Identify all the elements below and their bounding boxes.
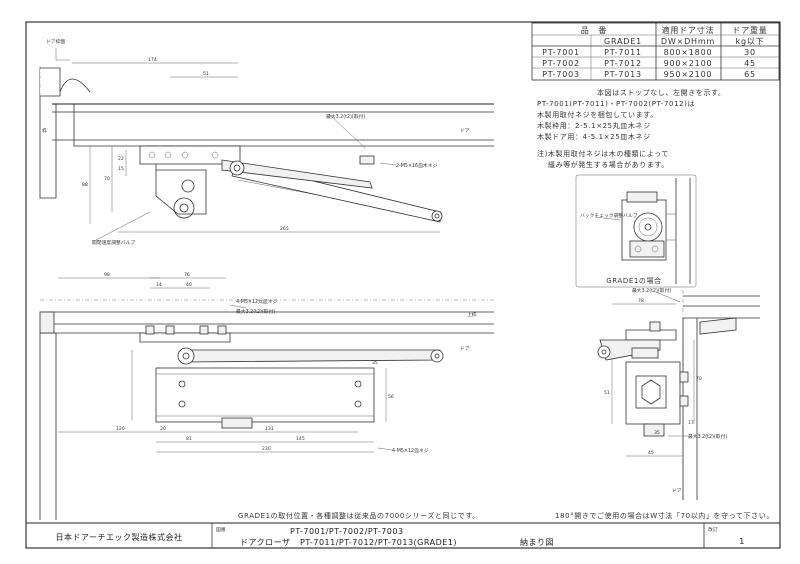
dim-35-front: 35 [372, 360, 378, 366]
dim-120: 120 [116, 426, 125, 432]
top-plan-view: ドア枠面 枠 ドア 174 51 22 15 70 88 228 265 [39, 38, 494, 246]
side-dim-35: 35 [654, 430, 660, 436]
header-product-no: 品 番 [581, 25, 607, 35]
row2-size: 900×2100 [664, 59, 713, 68]
note-line-5: 木製ドア用：4-5.1×25皿木ネジ [537, 132, 651, 141]
title-category: ドアクローザ [240, 538, 290, 547]
footer-note-right: 180°開きでご使用の場合はW寸法「70以内」を守って下さい。 [555, 511, 774, 520]
row1-model: PT-7001 [542, 48, 580, 57]
screw-label-top: 2-M5×16皿木ネジ [396, 162, 437, 169]
header-door-weight-unit: kg以下 [736, 37, 765, 46]
screw-label-front-top: 4-M5×12丸皿ネジ [236, 298, 277, 305]
row3-weight: 65 [744, 70, 756, 79]
dim-265: 265 [280, 226, 289, 232]
title-line-2: PT-7011/PT-7012/PT-7013(GRADE1) [300, 538, 457, 547]
dim-40: 40 [186, 282, 192, 288]
side-dim-45: 45 [648, 450, 654, 456]
title-line-1: PT-7001/PT-7002/PT-7003 [290, 527, 404, 536]
front-elevation-view: 上枠 ドア 98 76 14 40 4-M5×12丸皿ネジ 最大3.2(t2)(… [39, 272, 494, 520]
side-section-view: 78 最大3.2(t2)(取付) 51 70 17 35 45 最大3.2(t2… [597, 287, 760, 500]
dim-145: 145 [296, 436, 305, 442]
edge-label-front: 最大3.2(t2)(取付) [236, 308, 275, 315]
dim-51-top: 51 [203, 71, 209, 77]
dim-56: 56 [388, 394, 394, 400]
dim-76: 76 [184, 272, 190, 278]
footer-note-left: GRADE1の取付位置・各種調整は従来品の7000シリーズと同じです。 [238, 511, 480, 520]
title-label: 図番 [216, 526, 226, 533]
row1-weight: 30 [744, 48, 756, 57]
dim-131: 131 [265, 426, 274, 432]
note-line-4: 木製枠用：2-5.1×25丸皿木ネジ [537, 121, 651, 130]
note-line-6: 注)木製用取付ネジは木の種類によって [537, 149, 669, 158]
header-grade1: GRADE1 [604, 37, 642, 46]
sheet-border [25, 21, 781, 549]
door-label-side: ドア [672, 488, 682, 494]
header-door-size: 適用ドア寸法 [662, 25, 715, 35]
grade1-caption: GRADE1の場合 [606, 276, 661, 285]
company-name: 日本ドアーチエック製造株式会社 [55, 532, 182, 542]
side-dim-78: 78 [638, 298, 644, 304]
speed-valve-label: 開閉速度調整バルブ [92, 239, 135, 246]
edge-label-top: 最大3.2(t2)(取付) [326, 113, 365, 120]
dim-81: 81 [186, 436, 192, 442]
row2-model: PT-7002 [542, 59, 580, 68]
dim-22: 22 [118, 156, 124, 162]
note-line-7: 緩み等が発生する場合があります。 [548, 160, 669, 169]
frame-label: 枠 [42, 127, 47, 134]
dim-174: 174 [148, 57, 157, 63]
door-frame-face-label: ドア枠面 [46, 38, 65, 45]
dim-98: 98 [104, 272, 110, 278]
header-door-weight: ドア重量 [732, 25, 767, 35]
side-edge-label-bottom: 最大3.2(t2)(取付) [688, 433, 727, 440]
spec-table: 品 番 GRADE1 適用ドア寸法 DW×DHmm ドア重量 kg以下 PT-7… [531, 22, 780, 81]
grade1-detail-view: バックチェック調整バルブ GRADE1の場合 [575, 174, 697, 288]
title-suffix: 納まり図 [520, 537, 554, 547]
row3-model: PT-7003 [542, 70, 580, 79]
dim-88: 88 [82, 182, 88, 188]
row2-weight: 45 [744, 59, 756, 68]
page-number: 1 [739, 537, 745, 546]
row1-grade1: PT-7011 [604, 48, 642, 57]
revision-label: 改訂 [708, 526, 718, 533]
row3-size: 950×2100 [664, 70, 713, 79]
note-line-2: PT-7001(PT-7011)・PT-7002(PT-7012)は [537, 100, 695, 108]
backcheck-valve-label: バックチェック調整バルブ [580, 212, 638, 219]
row1-size: 800×1800 [664, 48, 713, 57]
installation-notes: 本図はストップなし、左開きを示す。 PT-7001(PT-7011)・PT-70… [537, 88, 726, 169]
side-dim-17: 17 [688, 420, 694, 426]
dim-14: 14 [156, 282, 162, 288]
note-line-3: 木製用取付ネジを梱包しています。 [537, 110, 658, 119]
side-dim-51: 51 [604, 390, 610, 396]
side-dim-70: 70 [696, 376, 702, 382]
title-block: 日本ドアーチエック製造株式会社 図番 PT-7001/PT-7002/PT-70… [26, 522, 780, 548]
side-edge-label-top: 最大3.2(t2)(取付) [632, 287, 671, 294]
dim-70-top: 70 [104, 176, 110, 182]
row2-grade1: PT-7012 [604, 59, 642, 68]
note-line-1: 本図はストップなし、左開きを示す。 [597, 88, 726, 97]
screw-label-body: 4-M5×12皿ネジ [392, 448, 429, 454]
dim-15: 15 [118, 166, 124, 172]
door-label-top: ドア [460, 128, 470, 134]
dim-230: 230 [262, 446, 271, 452]
door-label-front: ドア [460, 346, 470, 352]
row3-grade1: PT-7013 [604, 70, 642, 79]
header-door-size-unit: DW×DHmm [661, 37, 715, 46]
dim-20: 20 [160, 426, 166, 432]
top-frame-label: 上枠 [467, 311, 477, 318]
